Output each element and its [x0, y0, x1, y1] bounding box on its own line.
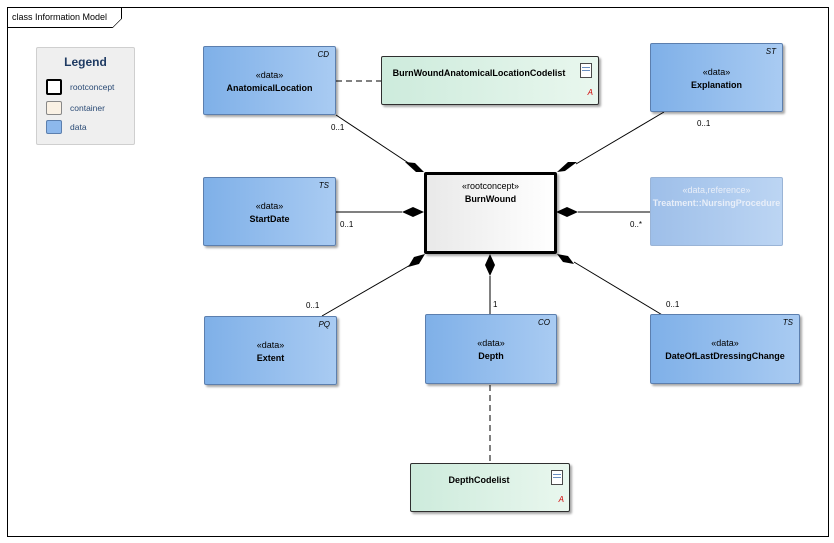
class-name: BurnWound [464, 194, 517, 204]
abstract-marker: A [558, 495, 564, 504]
class-depth[interactable]: CO «data» Depth [425, 314, 557, 384]
codelist-name: BurnWoundAnatomicalLocationCodelist [392, 68, 566, 78]
stereotype-label: «data» [255, 201, 284, 211]
class-explanation[interactable]: ST «data» Explanation [650, 43, 783, 112]
legend-label-rootconcept: rootconcept [70, 82, 115, 92]
frame-title: class Information Model [8, 8, 123, 28]
assoc-explanation [575, 111, 665, 165]
stereotype-label: «data» [256, 340, 285, 350]
class-name: StartDate [249, 214, 290, 224]
stereotype-label: «data» [477, 338, 505, 348]
legend-swatch-container [46, 101, 62, 115]
stereotype-label: «rootconcept» [461, 181, 520, 191]
type-tag: TS [782, 318, 793, 327]
legend-swatch-rootconcept [46, 79, 62, 95]
class-name: Depth [478, 351, 504, 361]
assoc-date-last-dressing [573, 261, 665, 317]
class-name: Treatment::NursingProcedure [652, 198, 781, 208]
composition-diamond-depth [485, 254, 495, 276]
codelist-anatomical-location[interactable]: BurnWoundAnatomicalLocationCodelist A [381, 56, 599, 105]
class-name: Extent [256, 353, 285, 363]
multiplicity-depth: 1 [493, 300, 498, 309]
type-tag: CO [538, 318, 550, 327]
legend-swatch-data [46, 120, 62, 134]
multiplicity-start-date: 0..1 [340, 220, 354, 229]
diagram-frame: class Information Model [7, 7, 829, 537]
class-start-date[interactable]: TS «data» StartDate [203, 177, 336, 246]
legend: Legend rootconcept container data [36, 47, 135, 145]
type-tag: TS [318, 181, 329, 190]
composition-diamond-extent [408, 254, 425, 267]
class-name: DateOfLastDressingChange [665, 351, 785, 361]
stereotype-label: «data» [702, 67, 731, 77]
composition-diamond-explanation [557, 162, 577, 172]
class-burn-wound[interactable]: «rootconcept» BurnWound [424, 172, 557, 254]
class-name: Explanation [690, 80, 742, 90]
multiplicity-nursing-procedure: 0..* [630, 220, 643, 229]
legend-title: Legend [64, 55, 107, 69]
assoc-extent [321, 263, 413, 317]
composition-diamond-date-last-dressing [557, 254, 574, 264]
type-tag: PQ [318, 320, 330, 329]
multiplicity-explanation: 0..1 [697, 119, 711, 128]
codelist-name: DepthCodelist [448, 475, 510, 485]
legend-label-container: container [70, 103, 105, 113]
type-tag: CD [317, 50, 329, 59]
type-tag: ST [765, 47, 776, 56]
assoc-anatomical-location [335, 114, 411, 165]
stereotype-label: «data» [711, 338, 739, 348]
composition-diamond-nursing-procedure [556, 207, 578, 217]
class-anatomical-location[interactable]: CD «data» AnatomicalLocation [203, 46, 336, 115]
class-name: AnatomicalLocation [226, 83, 313, 93]
document-icon [551, 470, 563, 485]
legend-label-data: data [70, 122, 87, 132]
composition-diamond-anatomical-location [405, 162, 424, 172]
stereotype-label: «data» [255, 70, 284, 80]
document-icon [580, 63, 592, 78]
multiplicity-extent: 0..1 [306, 301, 320, 310]
class-date-of-last-dressing-change[interactable]: TS «data» DateOfLastDressingChange [650, 314, 800, 384]
multiplicity-date-last-dressing: 0..1 [666, 300, 680, 309]
class-extent[interactable]: PQ «data» Extent [204, 316, 337, 385]
codelist-depth[interactable]: DepthCodelist A [410, 463, 570, 512]
multiplicity-anatomical-location: 0..1 [331, 123, 345, 132]
composition-diamond-start-date [402, 207, 424, 217]
stereotype-label: «data,reference» [682, 185, 751, 195]
abstract-marker: A [587, 88, 593, 97]
class-nursing-procedure-reference[interactable]: «data,reference» Treatment::NursingProce… [650, 177, 783, 246]
